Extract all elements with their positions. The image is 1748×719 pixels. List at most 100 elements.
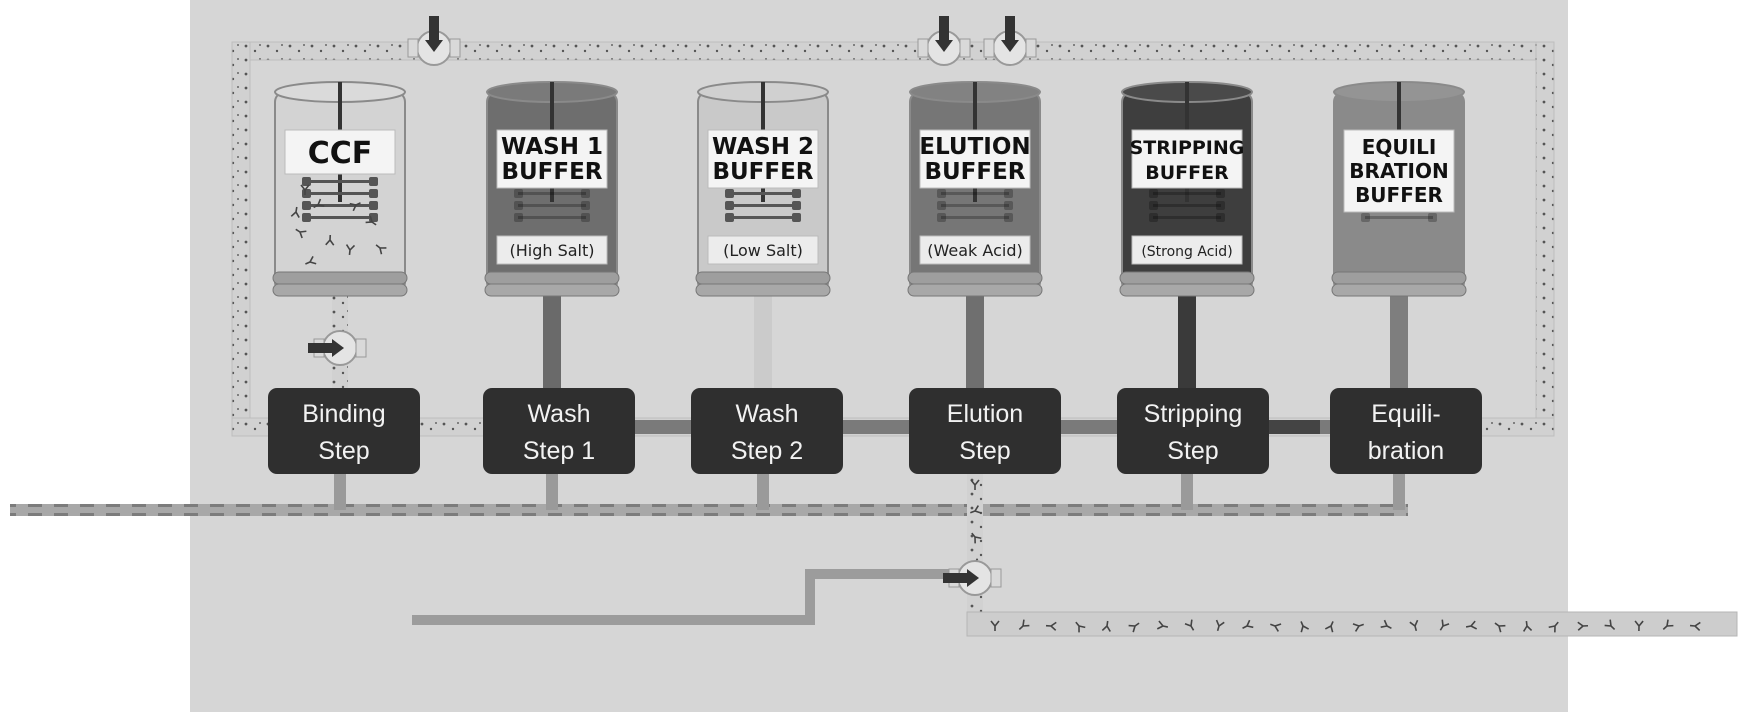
tank-label-text: WASH 1 bbox=[501, 134, 603, 160]
impeller-paddle bbox=[941, 216, 1009, 219]
impeller-paddle bbox=[518, 216, 586, 219]
impeller-blade bbox=[725, 201, 734, 210]
tank-subtitle-text: (Weak Acid) bbox=[927, 241, 1022, 260]
impeller-blade bbox=[514, 201, 523, 210]
step-label: Wash bbox=[736, 400, 799, 428]
tank-base-ring bbox=[272, 283, 408, 297]
tank-base-ring bbox=[272, 271, 408, 285]
antibody-icon bbox=[970, 479, 980, 490]
tank-subtitle-card bbox=[919, 235, 1031, 265]
tank-base-ring bbox=[907, 283, 1043, 297]
tank-label-text: WASH 2 bbox=[712, 134, 814, 160]
tank-base-ring bbox=[1119, 271, 1255, 285]
valve-icon bbox=[983, 16, 1037, 66]
step-box-bg bbox=[268, 388, 420, 474]
tank-label-card bbox=[707, 129, 819, 189]
tank-subtitle-text: (Strong Acid) bbox=[1141, 244, 1232, 260]
tank-label-text: EQUILI bbox=[1362, 135, 1437, 159]
impeller-blade bbox=[792, 213, 801, 222]
antibody-icon bbox=[1184, 619, 1195, 631]
impeller-blade bbox=[369, 201, 378, 210]
tank-label-card bbox=[284, 129, 396, 175]
valve-icon bbox=[917, 16, 971, 66]
antibody-icon bbox=[349, 202, 361, 212]
antibody-icon bbox=[1045, 621, 1057, 631]
tank-base-ring bbox=[695, 271, 831, 285]
tank-label-text: BUFFER bbox=[1145, 162, 1229, 184]
antibody-icon bbox=[1577, 621, 1589, 631]
tank-label-card bbox=[1131, 129, 1243, 189]
antibody-icon bbox=[1662, 619, 1674, 630]
antibody-icon bbox=[1465, 620, 1478, 630]
step-label: Step 1 bbox=[523, 437, 595, 465]
antibody-icon bbox=[1548, 621, 1559, 633]
step-label: Binding bbox=[302, 400, 385, 428]
step-label: Elution bbox=[947, 400, 1023, 428]
tank-label-text: BUFFER bbox=[501, 159, 602, 185]
tank-subtitle-card bbox=[1131, 235, 1243, 265]
antibody-icon bbox=[365, 215, 377, 226]
antibody-icon bbox=[300, 184, 310, 195]
impeller-paddle bbox=[518, 192, 586, 195]
tank-subtitle-card bbox=[496, 235, 608, 265]
impeller-paddle bbox=[729, 216, 797, 219]
impeller-blade bbox=[1216, 201, 1225, 210]
waste-drop-pipe bbox=[334, 470, 346, 510]
tank-base-ring bbox=[484, 283, 620, 297]
antibody-icon bbox=[1018, 619, 1030, 630]
impeller-blade bbox=[581, 189, 590, 198]
impeller-blade bbox=[581, 213, 590, 222]
tank-label-text: BUFFER bbox=[712, 159, 813, 185]
impeller-blade bbox=[514, 189, 523, 198]
tank-label-text: CCF bbox=[308, 136, 373, 171]
antibody-icon bbox=[990, 620, 1000, 631]
antibody-icon bbox=[345, 244, 356, 256]
buffer-tank: STRIPPING BUFFER (Strong Acid) bbox=[1119, 81, 1255, 297]
tank-base-ring bbox=[484, 271, 620, 285]
step-label: Equili- bbox=[1371, 400, 1440, 428]
antibody-icon bbox=[375, 244, 387, 255]
impeller-blade bbox=[514, 213, 523, 222]
tank-base-ring bbox=[1331, 271, 1467, 285]
antibody-icon bbox=[1634, 620, 1644, 632]
impeller-blade bbox=[1216, 189, 1225, 198]
impeller-blade bbox=[1216, 213, 1225, 222]
tank-label-card bbox=[496, 129, 608, 189]
tank-subtitle-text: (High Salt) bbox=[509, 241, 594, 260]
impeller-blade bbox=[302, 213, 311, 222]
impeller-paddle bbox=[1365, 216, 1433, 219]
tank-label-card bbox=[919, 129, 1031, 189]
impeller-blade bbox=[1149, 213, 1158, 222]
impeller-paddle bbox=[518, 204, 586, 207]
antibody-icon bbox=[1380, 619, 1392, 630]
antibody-icon bbox=[1156, 620, 1169, 630]
antibody-icon bbox=[1689, 621, 1701, 631]
step-label: Step bbox=[959, 437, 1010, 465]
step-label: Stripping bbox=[1144, 400, 1243, 428]
tank-label-text: BUFFER bbox=[924, 159, 1025, 185]
tank-label-card bbox=[1343, 129, 1455, 213]
step-box: Equili-bration bbox=[1330, 388, 1482, 474]
impeller-paddle bbox=[306, 216, 374, 219]
impeller-blade bbox=[1428, 213, 1437, 222]
tank-label-text: BRATION bbox=[1349, 159, 1448, 183]
step-box-bg bbox=[1330, 388, 1482, 474]
step-box-bg bbox=[483, 388, 635, 474]
impeller-blade bbox=[725, 189, 734, 198]
tank-label-text: STRIPPING bbox=[1130, 137, 1245, 159]
antibody-icon bbox=[1300, 621, 1310, 633]
impeller-blade bbox=[725, 213, 734, 222]
impeller-paddle bbox=[941, 192, 1009, 195]
impeller-paddle bbox=[1153, 192, 1221, 195]
impeller-blade bbox=[937, 201, 946, 210]
impeller-paddle bbox=[306, 192, 374, 195]
impeller-paddle bbox=[729, 204, 797, 207]
step-label: Wash bbox=[528, 400, 591, 428]
tank-base-ring bbox=[907, 271, 1043, 285]
